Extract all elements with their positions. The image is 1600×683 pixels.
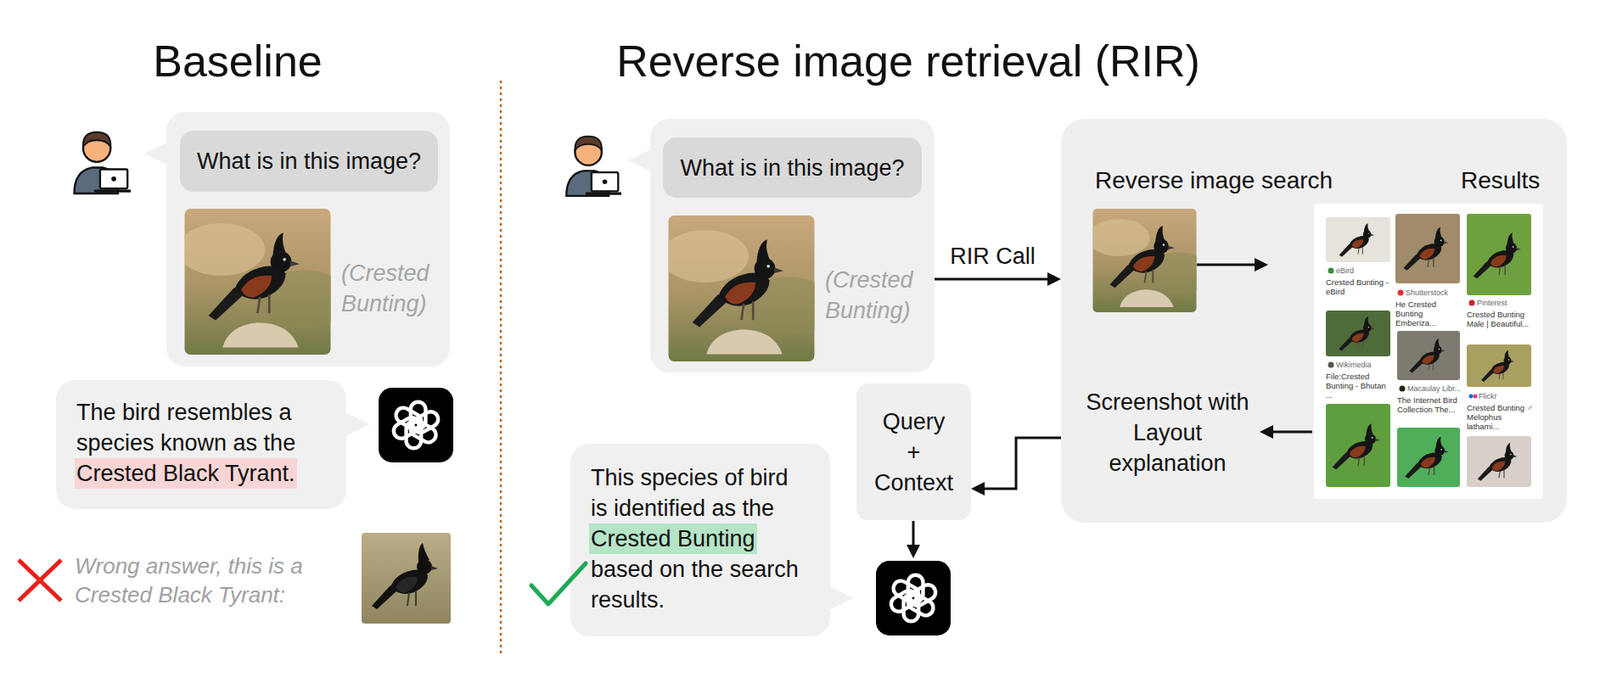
tyrant-photo — [361, 533, 451, 624]
results-screenshot-part — [1328, 268, 1335, 275]
edge-label: RIR Call — [949, 241, 1036, 271]
user-icon — [74, 132, 132, 194]
connector-arrow — [981, 437, 1062, 489]
answer-text: based on the search results. — [590, 554, 803, 616]
chatgpt-logo — [378, 387, 454, 463]
results-screenshot-part — [1325, 404, 1391, 488]
results-screenshot-part — [1338, 316, 1375, 352]
source-name: Wikimedia — [1336, 360, 1372, 371]
results-screenshot-part — [1404, 437, 1449, 480]
panel-note: Screenshot with Layout explanation — [1076, 387, 1259, 479]
results-screenshot-part — [1332, 423, 1381, 470]
query-box: What is in this image? — [662, 137, 922, 198]
heading: Baseline — [135, 35, 340, 87]
answer-bubble: This species of bird is identified as th… — [570, 443, 831, 637]
results-screenshot-part — [1473, 232, 1522, 279]
results-screenshot-part — [1328, 362, 1335, 369]
note-text: Wrong answer, this is a Crested Black Ty… — [74, 551, 334, 610]
source-name: Macaulay Libr... — [1407, 384, 1461, 394]
heading: Reverse image retrieval (RIR) — [594, 35, 1223, 87]
source-name: Flickr — [1478, 392, 1498, 402]
flow-arrow — [1196, 263, 1258, 267]
bird-photo — [661, 215, 832, 362]
wrong-highlight: Crested Black Tyrant. — [74, 458, 298, 489]
results-screenshot-part — [1395, 213, 1460, 284]
bird-photo — [177, 208, 349, 355]
chat-bubble: (Crested Bunting) What is in this image? — [650, 118, 935, 373]
results-screenshot-part — [1466, 436, 1532, 488]
cross-mark — [18, 560, 62, 601]
chatgpt-logo — [875, 561, 951, 636]
chat-bubble: (Crested Bunting) What is in this image? — [166, 112, 450, 367]
source-name: Shutterstock — [1405, 288, 1449, 298]
tyrant-photo-part — [361, 533, 451, 624]
results-screenshot-part — [1473, 394, 1478, 399]
result-title: File:Crested Bunting - Bhutan ... — [1325, 371, 1393, 400]
user-icon — [566, 136, 622, 197]
bird-photo — [1087, 208, 1209, 313]
answer-text: This species of bird is identified as th… — [590, 462, 803, 524]
image-caption: (Crested Bunting) — [341, 258, 442, 320]
flow-arrow — [1269, 431, 1313, 434]
results-screenshot-part — [1397, 290, 1404, 297]
context-box: Query + Context — [856, 383, 972, 521]
connector-arrow — [934, 278, 1051, 281]
results-screenshot-part — [1466, 344, 1532, 388]
results-screenshot-part — [1399, 386, 1406, 393]
source-name: eBird — [1336, 266, 1354, 276]
results-screenshot-part — [1397, 427, 1460, 488]
results-screenshot-part — [1339, 223, 1375, 258]
query-text: What is in this image? — [196, 146, 422, 176]
panel-heading: Results — [1460, 166, 1540, 196]
results-screenshot-part — [1481, 350, 1515, 383]
results-screenshot — [1313, 203, 1544, 500]
result-title: He Crested Bunting Emberiza... — [1395, 299, 1462, 328]
result-title: The Internet Bird Collection The... — [1397, 395, 1464, 415]
results-screenshot-part — [1477, 443, 1518, 482]
results-screenshot-part — [1466, 213, 1532, 296]
results-screenshot-part — [1403, 227, 1449, 271]
results-screenshot-part — [1313, 203, 1544, 500]
answer-bubble: The bird resembles a species known as th… — [56, 380, 347, 510]
image-caption: (Crested Bunting) — [825, 264, 926, 326]
answer-text: The bird resembles a species known as th… — [76, 397, 316, 459]
flow-arrow — [912, 521, 916, 549]
results-screenshot-part — [1325, 310, 1391, 357]
results-screenshot-part — [1325, 217, 1391, 263]
results-screenshot-part — [1469, 394, 1474, 399]
check-mark — [531, 563, 586, 605]
source-name: Pinterest — [1476, 298, 1508, 309]
result-title: Crested Bunting Male | Beautiful... — [1466, 309, 1533, 329]
query-box: What is in this image? — [179, 130, 438, 192]
panel-heading: Reverse image search — [1094, 166, 1333, 196]
result-title: Crested Bunting ♂ Melophus lathami... — [1466, 403, 1533, 432]
results-screenshot-part — [1397, 331, 1460, 381]
divider-line — [499, 81, 503, 657]
context-text: Query + Context — [874, 406, 954, 499]
tyrant-photo-part — [371, 543, 438, 610]
query-text: What is in this image? — [679, 153, 904, 183]
results-screenshot-part — [1409, 338, 1445, 374]
results-screenshot-part — [1469, 300, 1476, 307]
result-title: Crested Bunting - eBird — [1325, 277, 1393, 297]
correct-highlight: Crested Bunting — [589, 523, 758, 555]
